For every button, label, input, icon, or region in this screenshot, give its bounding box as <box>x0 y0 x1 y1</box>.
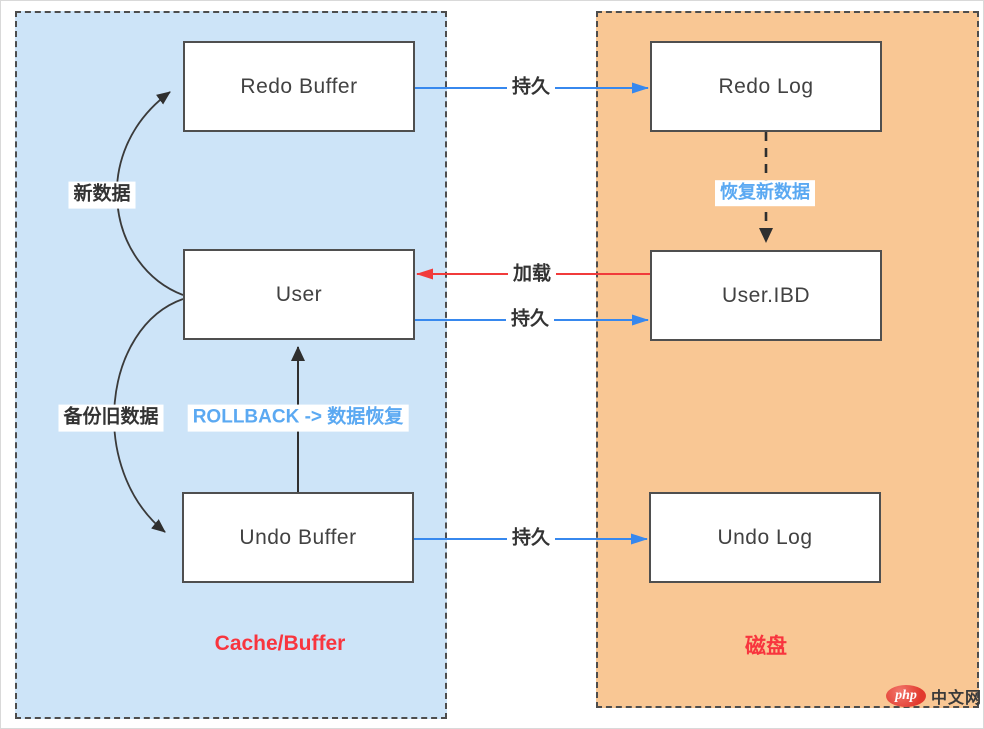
php-cn-watermark: php 中文网 <box>886 684 982 708</box>
edge-label-backup-old-data: 备份旧数据 <box>58 404 164 432</box>
edge-label-persist-bottom: 持久 <box>506 525 556 553</box>
watermark-site-text: 中文网 <box>931 690 983 707</box>
edge-label-recover-new-data: 恢复新数据 <box>715 180 815 206</box>
node-redo-buffer: Redo Buffer <box>183 41 415 132</box>
edge-label-load: 加载 <box>507 261 557 289</box>
cache-region-title: Cache/Buffer <box>214 632 346 655</box>
node-undo-buffer: Undo Buffer <box>182 492 414 583</box>
node-user: User <box>183 249 415 340</box>
edge-label-rollback: ROLLBACK -> 数据恢复 <box>187 404 409 432</box>
disk-region-title: 磁盘 <box>745 635 787 658</box>
edge-label-new-data: 新数据 <box>68 181 136 209</box>
node-redo-log: Redo Log <box>650 41 882 132</box>
php-logo-icon: php <box>886 685 926 707</box>
edge-label-persist-top: 持久 <box>506 74 556 102</box>
node-user-ibd: User.IBD <box>650 250 882 341</box>
edge-label-persist-mid: 持久 <box>505 306 555 334</box>
node-undo-log: Undo Log <box>649 492 881 583</box>
